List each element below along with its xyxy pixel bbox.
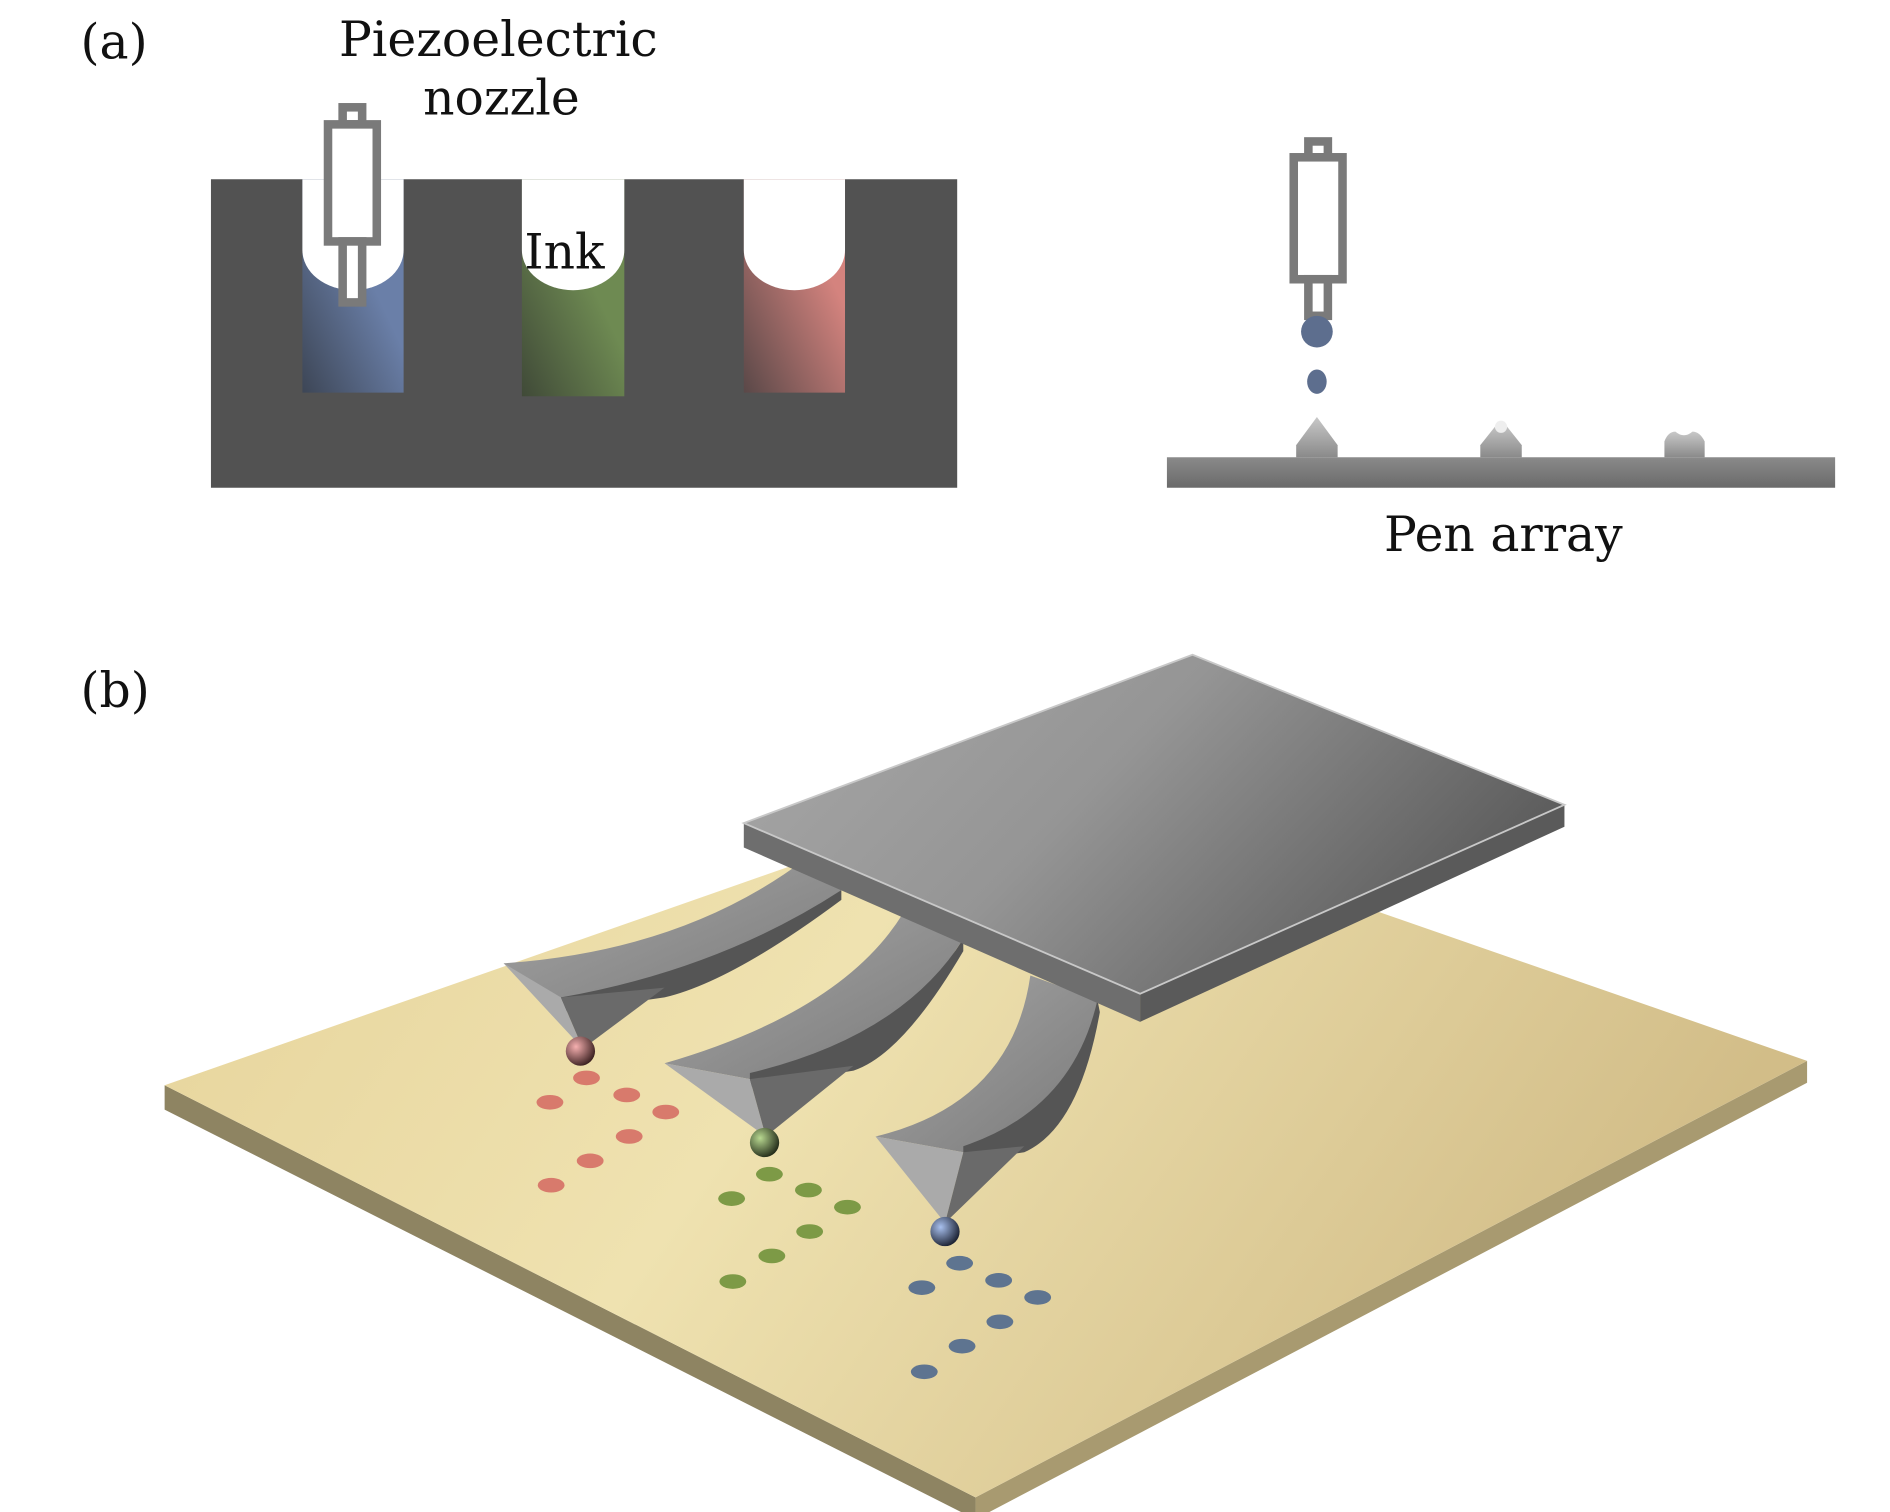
pen-array (1166, 417, 1836, 488)
red-ink-tip (565, 1036, 596, 1066)
falling-droplet (1307, 369, 1327, 394)
piezoelectric-nozzle-icon (323, 103, 382, 307)
panel-a-label: (a) (80, 14, 147, 71)
blue-ink-tip (930, 1216, 960, 1247)
green-ink-tip (749, 1127, 780, 1158)
ink-droplet (1301, 315, 1333, 348)
ink-dots (536, 1070, 1052, 1380)
ink-label: Ink (524, 223, 605, 280)
cantilever-pens (503, 859, 1100, 1247)
panel-b-label: (b) (80, 662, 149, 719)
printing-nozzle-icon (1289, 137, 1347, 321)
nozzle-label: nozzle (423, 70, 580, 127)
piezoelectric-label: Piezoelectric (339, 11, 658, 68)
pen-array-label: Pen array (1384, 506, 1623, 563)
pen-array-plate (741, 653, 1567, 1022)
